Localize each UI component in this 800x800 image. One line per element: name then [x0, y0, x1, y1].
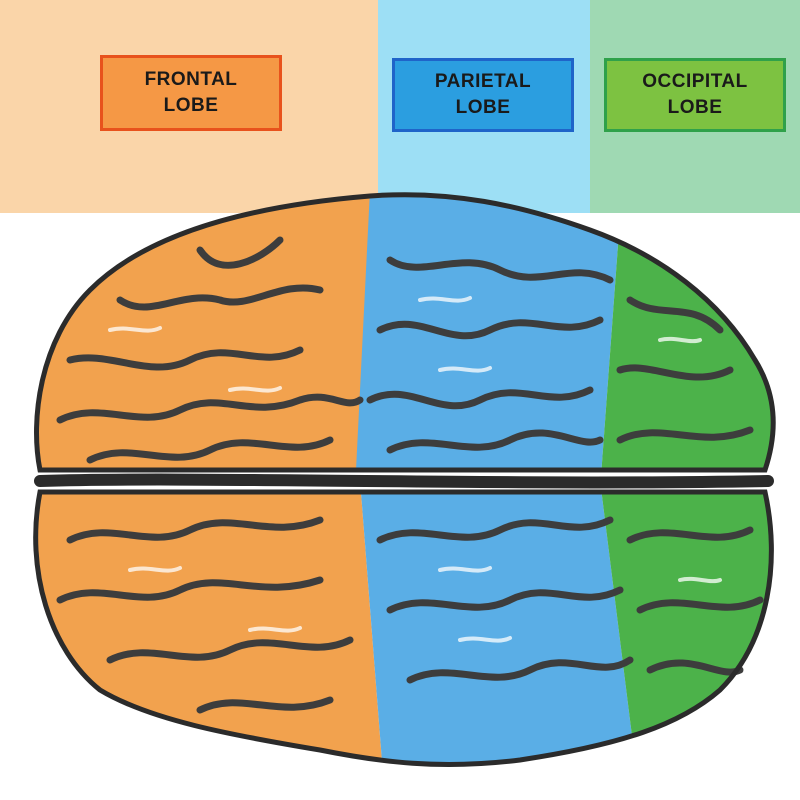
longitudinal-fissure	[34, 473, 774, 489]
left-hemisphere	[36, 194, 774, 470]
brain-highlights	[108, 296, 722, 643]
right-hemisphere-outline	[33, 489, 774, 768]
brain-sulci	[56, 236, 764, 714]
left-hemisphere-outline	[34, 192, 776, 473]
occipital-lobe-label: OCCIPITAL LOBE	[604, 58, 786, 132]
parietal-lobe-label: PARIETAL LOBE	[392, 58, 574, 132]
frontal-lobe-label: FRONTAL LOBE	[100, 55, 282, 131]
parietal-region-top	[355, 194, 625, 470]
right-hemisphere	[35, 492, 772, 765]
